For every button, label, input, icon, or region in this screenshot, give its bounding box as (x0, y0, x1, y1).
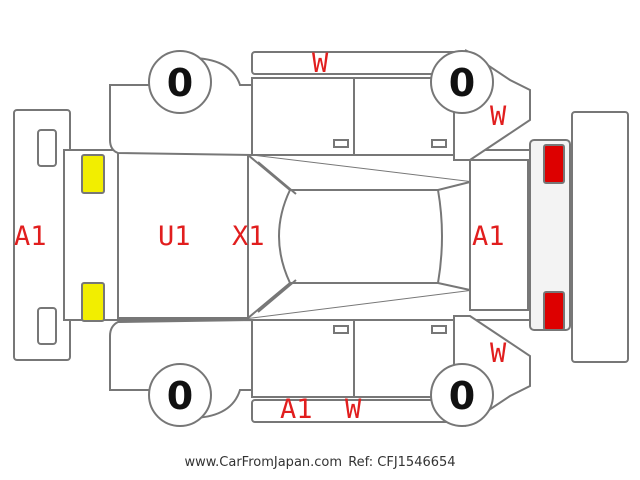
tire-rear-top: 0 (430, 50, 494, 114)
headlights (81, 154, 105, 322)
label-rear-bumper: A1 (472, 221, 505, 252)
tire-front-top: 0 (148, 50, 212, 114)
label-hood: U1 (158, 221, 191, 252)
tire-front-bottom: 0 (148, 363, 212, 427)
tire-rear-top-value: 0 (449, 61, 475, 105)
headlight-right (81, 282, 105, 322)
footer-ref: Ref: CFJ1546654 (348, 455, 456, 470)
headlight-left (81, 154, 105, 194)
label-rear-right-quarter: W (490, 101, 507, 132)
tire-front-bottom-value: 0 (167, 374, 193, 418)
tire-front-top-value: 0 (167, 61, 193, 105)
label-front-bumper: A1 (14, 221, 47, 252)
label-rear-left-quarter: W (490, 338, 507, 369)
label-bottom-rail-w: W (345, 394, 362, 425)
taillights (543, 144, 565, 331)
taillight-bottom (543, 291, 565, 331)
tire-rear-bottom-value: 0 (449, 374, 475, 418)
taillight-top (543, 144, 565, 184)
label-bottom-rail-a: A1 (280, 394, 313, 425)
footer-site: www.CarFromJapan.com (184, 455, 343, 470)
rear-bumper (571, 111, 629, 363)
label-roof-rail-top: W (312, 48, 329, 79)
tire-rear-bottom: 0 (430, 363, 494, 427)
label-windshield: X1 (232, 221, 265, 252)
footer: www.CarFromJapan.com Ref: CFJ1546654 (0, 455, 640, 470)
cabin (247, 153, 471, 320)
